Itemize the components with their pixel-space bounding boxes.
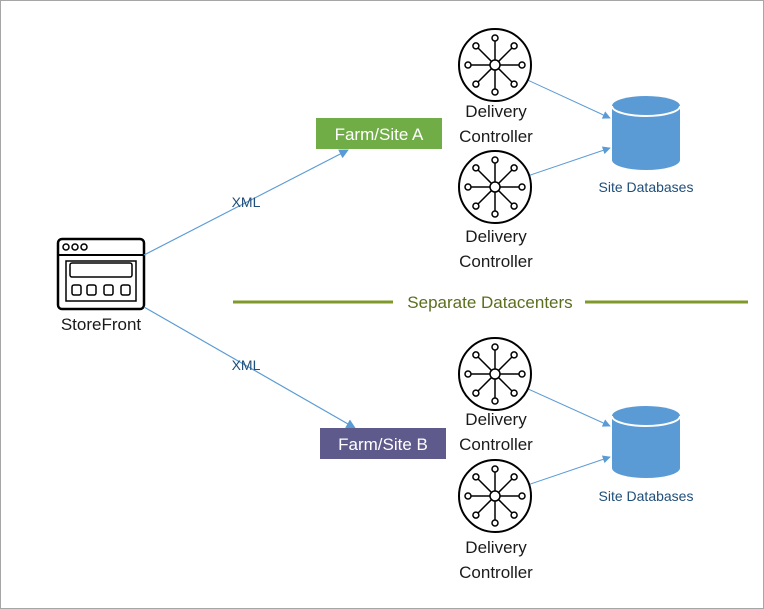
site-a-db-label: Site Databases: [599, 179, 694, 195]
controller-a1-label-line2: Controller: [459, 127, 533, 146]
site-a-box: [316, 118, 442, 149]
site-a-label: Farm/Site A: [335, 125, 424, 144]
database-cylinder-icon: [611, 406, 681, 478]
delivery-controller-hub-icon: [458, 150, 532, 224]
storefront-window-icon: [56, 237, 146, 311]
controller-a2-label-line2: Controller: [459, 252, 533, 271]
site-b-box: [320, 428, 446, 459]
database-cylinder-icon: [611, 96, 681, 170]
controller-b1-label-line1: Delivery: [465, 410, 527, 429]
site-b-db-label: Site Databases: [599, 488, 694, 504]
site-b-label: Farm/Site B: [338, 435, 428, 454]
controller-b2-label-line1: Delivery: [465, 538, 527, 557]
xml-connection-site-a: [143, 149, 349, 256]
storefront-label: StoreFront: [61, 315, 142, 334]
xml-connection-site-b: [143, 306, 356, 429]
xml-label-bottom: XML: [232, 357, 261, 373]
separator-label: Separate Datacenters: [407, 293, 572, 312]
xml-label-top: XML: [232, 194, 261, 210]
controller-b1-label-line2: Controller: [459, 435, 533, 454]
delivery-controller-hub-icon: [458, 28, 532, 102]
delivery-controller-hub-icon: [458, 337, 532, 411]
controller-b2-label-line2: Controller: [459, 563, 533, 582]
controller-a1-label-line1: Delivery: [465, 102, 527, 121]
delivery-controller-hub-icon: [458, 459, 532, 533]
controller-a2-label-line1: Delivery: [465, 227, 527, 246]
